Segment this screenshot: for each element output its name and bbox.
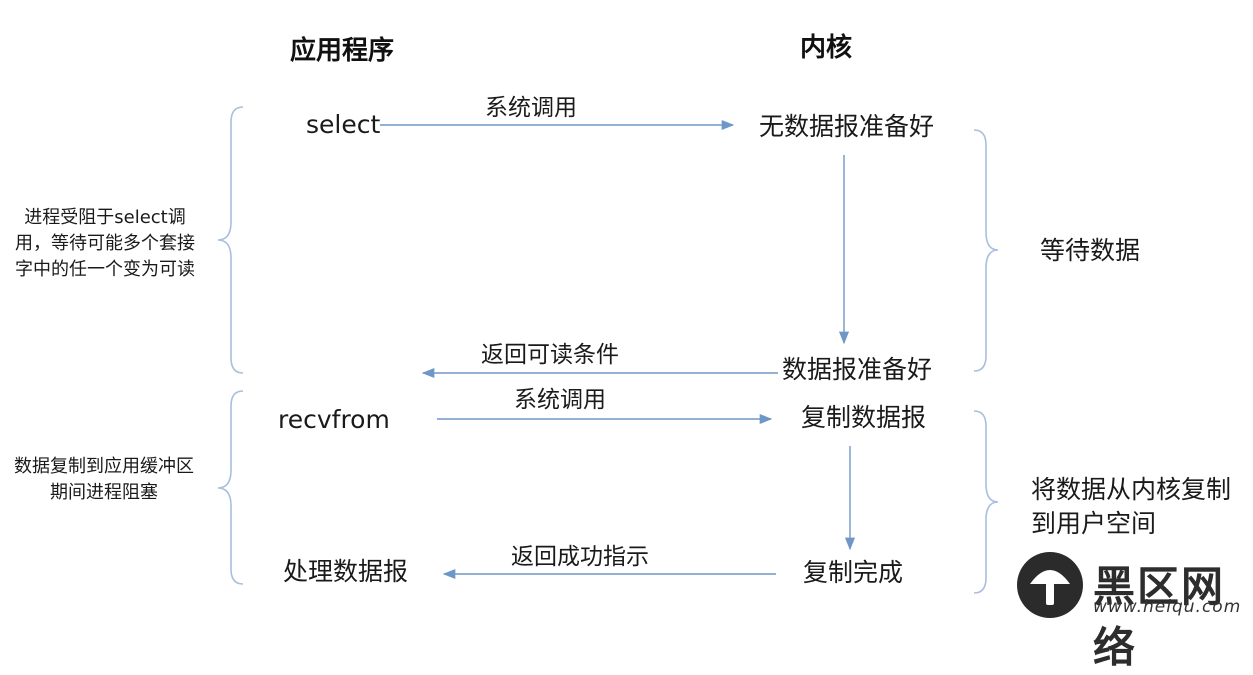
arrow-label-return-readable: 返回可读条件: [481, 342, 619, 368]
label-data-ready: 数据报准备好: [782, 355, 933, 384]
header-kernel: 内核: [800, 33, 853, 63]
left-brace-copy: [217, 390, 244, 585]
label-copy-datagram: 复制数据报: [801, 403, 927, 432]
flow-diagram: [217, 106, 1083, 618]
watermark-logo: [1017, 552, 1083, 618]
label-process-datagram: 处理数据报: [283, 557, 409, 586]
arrow-label-return-success: 返回成功指示: [511, 544, 649, 570]
label-select: select: [306, 110, 381, 139]
label-recvfrom: recvfrom: [278, 405, 390, 434]
note-blocked-in-select: 进程受阻于select调用，等待可能多个套接字中的任一个变为可读: [15, 207, 195, 281]
label-no-data-ready: 无数据报准备好: [759, 112, 935, 141]
note-blocked-during-copy: 数据复制到应用缓冲区期间进程阻塞: [14, 456, 194, 504]
arrow-label-syscall-1: 系统调用: [485, 95, 577, 121]
label-copy-complete: 复制完成: [803, 558, 904, 587]
note-copy-kernel-to-user: 将数据从内核复制到用户空间: [1031, 475, 1232, 538]
header-app: 应用程序: [290, 36, 395, 66]
right-brace-wait: [973, 129, 999, 372]
left-brace-select: [217, 106, 244, 374]
watermark-url: www.heiqu.com: [1093, 597, 1242, 617]
note-wait-for-data: 等待数据: [1040, 236, 1141, 265]
arrow-label-syscall-2: 系统调用: [514, 387, 606, 413]
right-brace-copy: [973, 410, 999, 594]
